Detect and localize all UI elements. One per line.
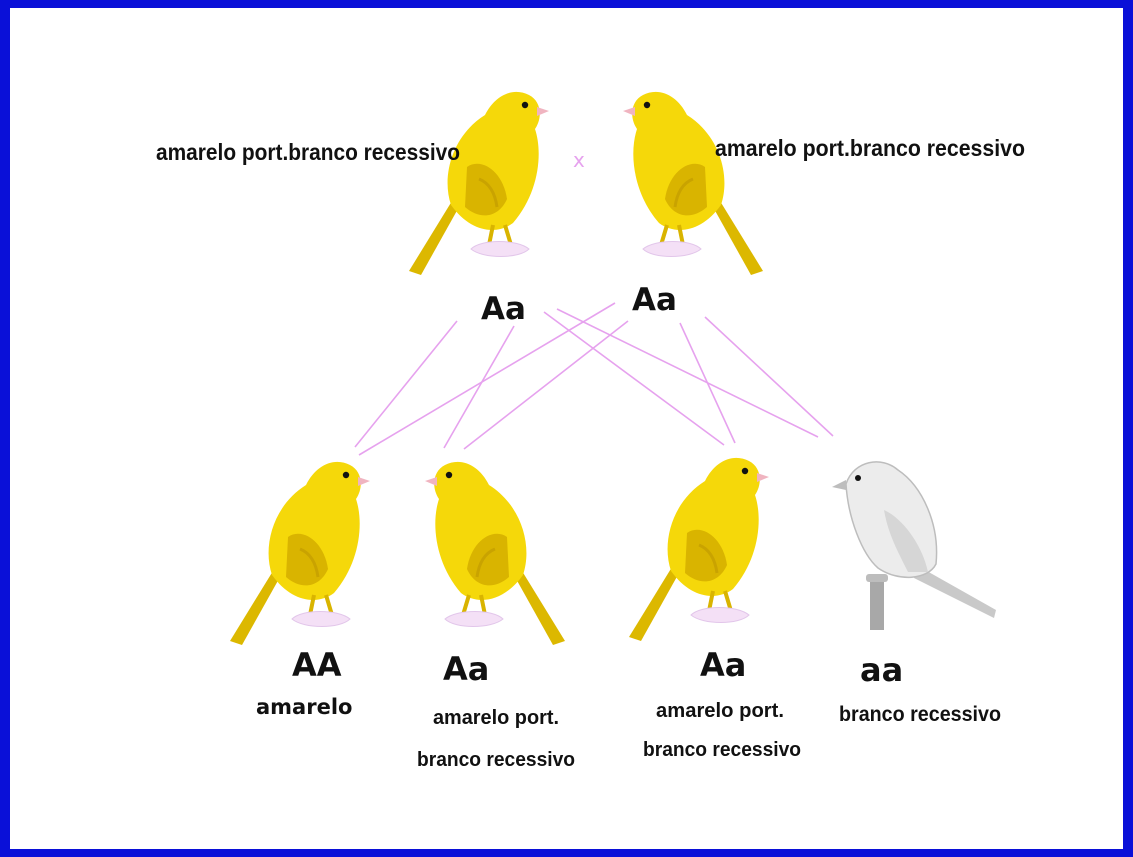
- monohybrid-cross-diagram: amarelo port.branco recessivo amarelo po…: [156, 89, 1025, 771]
- offspring-3-canary-icon: [627, 455, 771, 643]
- offspring-4-canary-icon: [831, 461, 997, 631]
- offspring-3-genotype: Aa: [700, 646, 746, 684]
- parent-right-genotype: Aa: [632, 282, 677, 318]
- slide-canvas: amarelo port.branco recessivo amarelo po…: [10, 8, 1123, 849]
- offspring-2-label-line2: branco recessivo: [417, 749, 575, 771]
- offspring-2-canary-icon: [423, 459, 567, 647]
- offspring-4-genotype: aa: [860, 651, 903, 689]
- offspring-1-label: amarelo: [256, 695, 352, 719]
- parent-right-canary-icon: [621, 89, 765, 277]
- offspring-3-label-line1: amarelo port.: [656, 700, 784, 722]
- offspring-3-label-line2: branco recessivo: [643, 739, 801, 761]
- offspring-1-genotype: AA: [292, 646, 342, 684]
- offspring-4-label: branco recessivo: [839, 703, 1001, 726]
- offspring-2-genotype: Aa: [443, 650, 489, 688]
- cross-lines: [354, 302, 834, 456]
- parent-left-canary-icon: [407, 89, 551, 277]
- parent-left-label: amarelo port.branco recessivo: [156, 139, 460, 165]
- offspring-2-label-line1: amarelo port.: [433, 707, 559, 729]
- cross-symbol: x: [573, 148, 585, 172]
- parent-right-label: amarelo port.branco recessivo: [715, 135, 1025, 161]
- parent-left-genotype: Aa: [481, 291, 526, 327]
- offspring-1-canary-icon: [228, 459, 372, 647]
